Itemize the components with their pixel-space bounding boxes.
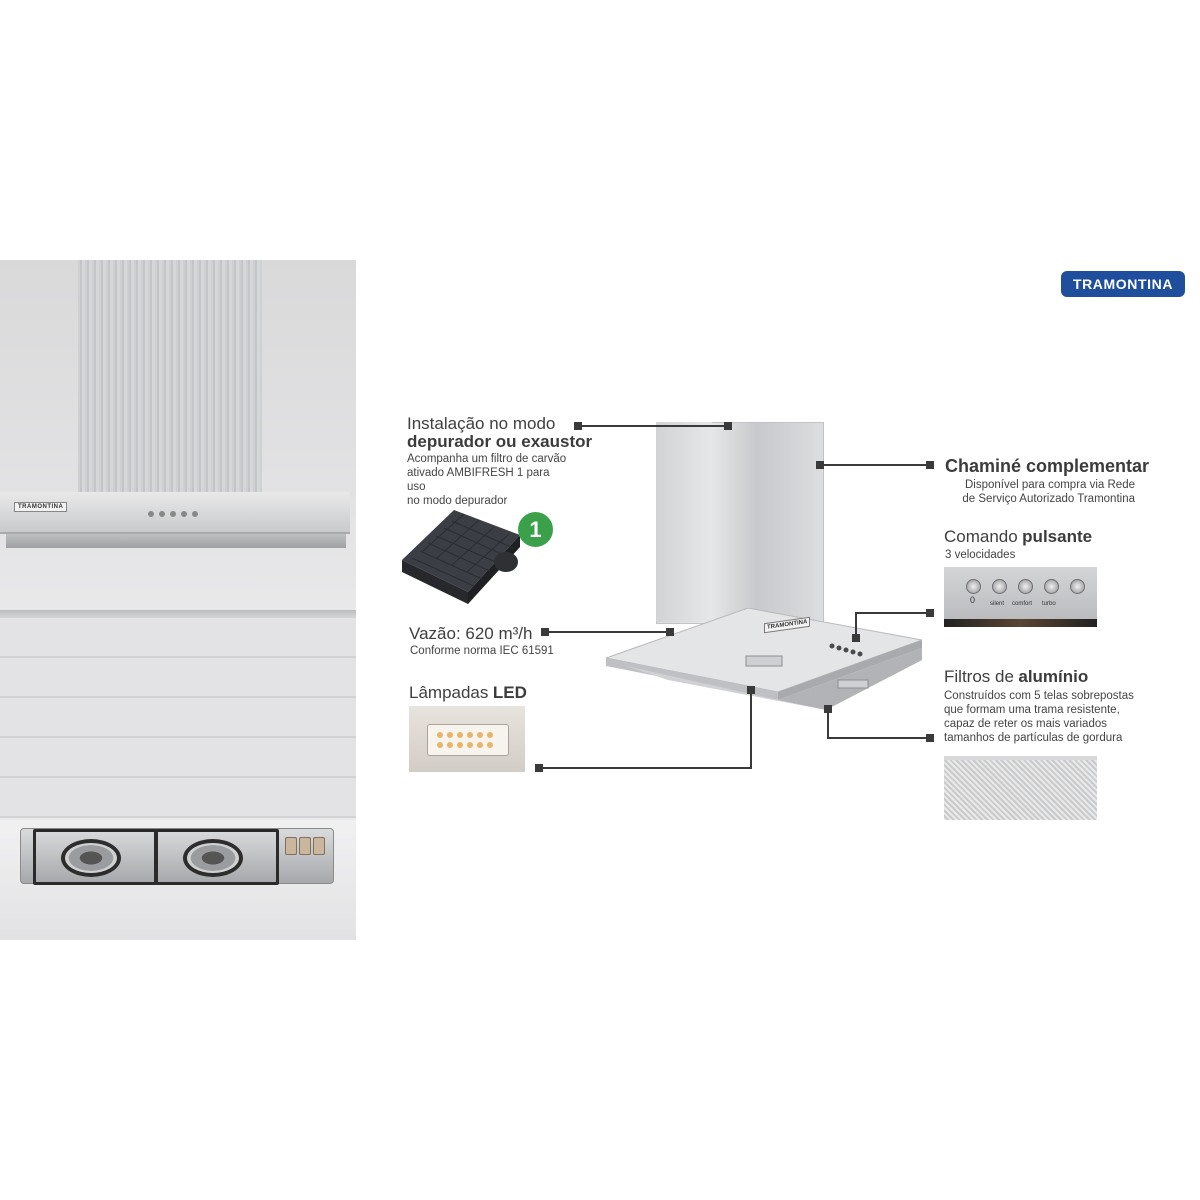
flow-title: Vazão: 620 m³/h	[409, 624, 533, 643]
kitchen-photo: TRAMONTINA	[0, 260, 356, 940]
hood-chimney-side	[656, 422, 712, 622]
control-description: 3 velocidades	[945, 549, 1016, 561]
control-knob	[992, 579, 1007, 594]
connector-dot	[926, 734, 934, 742]
hood-underside-left	[6, 534, 346, 548]
filters-description: Construídos com 5 telas sobrepostas que …	[944, 689, 1136, 745]
hood-chimney-left	[78, 260, 262, 492]
control-panel-edge	[944, 619, 1097, 627]
control-panel-image: 0 silent comfort turbo	[944, 567, 1097, 627]
led-chip	[427, 724, 509, 756]
speed-label: silent	[990, 601, 1005, 607]
control-heading: Comando pulsante	[944, 527, 1092, 547]
connector-line	[827, 737, 930, 739]
install-desc-line: Acompanha um filtro de carvão	[407, 453, 567, 465]
filters-title-bold: alumínio	[1018, 667, 1089, 686]
connector-dot	[666, 628, 674, 636]
filters-desc-line: capaz de reter os mais variados	[944, 718, 1107, 730]
hood-brand-mark: TRAMONTINA	[14, 502, 68, 512]
install-title-bold: depurador ou exaustor	[407, 432, 593, 451]
speed-label: turbo	[1042, 601, 1056, 607]
connector-dot	[926, 461, 934, 469]
connector-line	[578, 425, 728, 427]
gas-cooktop	[20, 828, 334, 885]
control-knob	[966, 579, 981, 594]
chimney-desc-line: de Serviço Autorizado Tramontina	[962, 493, 1135, 505]
connector-dot	[747, 686, 755, 694]
control-knob	[1018, 579, 1033, 594]
speed-label: 0	[970, 595, 976, 605]
tramontina-logo: TRAMONTINA	[1061, 271, 1185, 297]
chimney-desc-line: Disponível para compra via Rede	[964, 479, 1135, 491]
connector-dot	[852, 634, 860, 642]
quantity-badge: 1	[518, 512, 553, 547]
wall-shelf	[0, 610, 356, 618]
control-title: Comando	[944, 527, 1018, 546]
cooktop-knob	[313, 837, 325, 855]
connector-dot	[926, 609, 934, 617]
install-desc-line: no modo depurador	[407, 495, 508, 507]
lamps-title-bold: LED	[492, 683, 527, 702]
connector-line	[855, 612, 857, 636]
charcoal-filter-image	[402, 500, 520, 605]
connector-line	[545, 631, 670, 633]
burner-grate-right	[155, 829, 279, 885]
filters-heading: Filtros de alumínio	[944, 667, 1088, 687]
aluminum-mesh-image	[944, 756, 1097, 820]
control-knob	[1044, 579, 1059, 594]
chimney-description: Disponível para compra via Rede de Servi…	[945, 478, 1135, 506]
connector-line	[750, 690, 752, 769]
filters-desc-line: tamanhos de partículas de gordura	[944, 732, 1123, 744]
connector-line	[820, 464, 930, 466]
lamps-title: Lâmpadas	[409, 683, 489, 702]
filters-desc-line: Construídos com 5 telas sobrepostas	[944, 690, 1134, 702]
connector-line	[855, 612, 930, 614]
connector-dot	[724, 422, 732, 430]
hood-canopy	[604, 607, 924, 718]
install-description: Acompanha um filtro de carvão ativado AM…	[407, 452, 567, 508]
control-knob	[1070, 579, 1085, 594]
connector-line	[827, 708, 829, 738]
control-title-bold: pulsante	[1022, 527, 1093, 546]
lamps-heading: Lâmpadas LED	[409, 683, 527, 703]
cooktop-knob	[285, 837, 297, 855]
filters-desc-line: que formam uma trama resistente,	[944, 704, 1120, 716]
wall-tiles	[0, 618, 356, 818]
filters-title: Filtros de	[944, 667, 1014, 686]
speed-label: comfort	[1012, 601, 1033, 607]
burner-right	[183, 839, 243, 877]
install-title: Instalação no modo	[407, 414, 556, 433]
led-lamp-image	[409, 706, 525, 772]
install-desc-line: ativado AMBIFRESH 1 para uso	[407, 467, 550, 493]
hood-buttons-left	[148, 504, 203, 522]
chimney-title: Chaminé complementar	[945, 456, 1150, 476]
connector-line	[539, 767, 752, 769]
flow-description: Conforme norma IEC 61591	[410, 645, 554, 657]
burner-left	[61, 839, 121, 877]
cooktop-knob	[299, 837, 311, 855]
